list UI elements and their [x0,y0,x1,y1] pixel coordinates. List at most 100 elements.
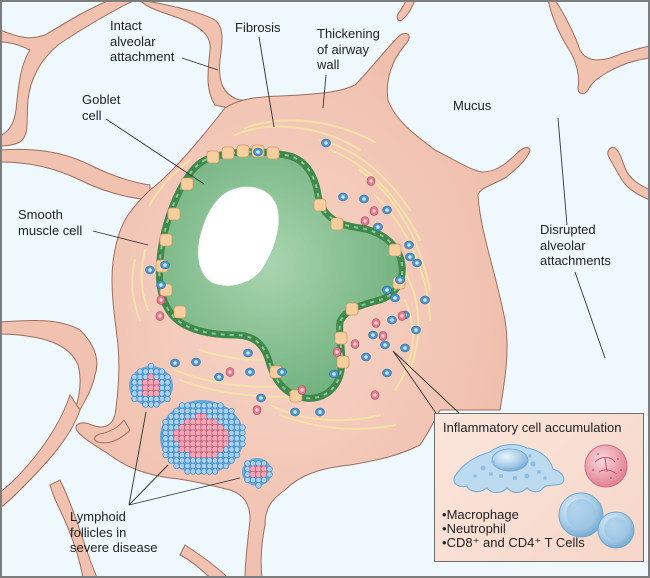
follicle-shell-cell [164,384,171,392]
neutrophil-cell [297,385,307,395]
lymphocyte-cell [315,407,325,417]
lymphocyte-cell [387,315,397,325]
follicle-shell-cell [228,418,235,426]
follicle-shell-cell [136,395,144,403]
follicle-shell-cell [233,440,241,448]
goblet-cell [334,331,348,345]
follicle-shell-cell [164,379,171,386]
follicle-shell-cell [173,451,180,459]
neutrophil-cell [156,295,166,305]
neutrophil-cell [397,311,407,321]
follicle-shell-cell [167,413,175,420]
lymphocyte-cell [329,369,339,379]
lymphocyte-cell [277,367,287,377]
leader-disrupted-1 [557,117,568,226]
follicle-shell-cell [200,402,208,409]
follicle-core-cell [260,470,268,479]
follicle-shell-cell [178,413,186,420]
goblet-cell [266,146,280,160]
leader-disrupted-2 [574,271,606,359]
neutrophil-cell [370,390,380,400]
lymphocyte-cell [373,222,383,232]
follicle-shell-cell [167,418,175,426]
follicle-shell-cell [255,482,262,489]
follicle-shell-cell [260,476,268,484]
leader-follicle-3 [128,477,241,506]
neutrophil-icon [584,444,628,488]
follicle-shell-cell [189,407,197,415]
follicle-shell-cell [136,373,144,381]
neutrophil-cell [371,318,381,328]
follicle-shell-cell [167,440,175,448]
follicle-shell-cell [228,429,235,437]
neutrophil-cell [350,339,360,349]
follicle-shell-cell [164,390,171,397]
lymphocyte-cell [170,358,180,368]
follicle-shell-cell [162,424,169,431]
follicle-shell-cell [173,457,180,464]
follicle-shell-cell [200,462,208,470]
label-mucus: Mucus [453,98,492,113]
follicle-shell-cell [233,451,241,459]
follicle-shell-cell [233,429,241,437]
follicle-shell-cell [228,435,235,442]
follicle-shell-cell [162,429,169,437]
lymphocyte-cell [338,192,348,202]
follicle-shell-cell [158,373,166,381]
follicle-shell-cell [184,457,191,464]
lymphocyte-cell [382,368,392,378]
label-goblet-cell: Goblet cell [82,92,121,123]
inset-cell-list: Macrophage Neutrophil CD8⁺ and CD4⁺ T Ce… [442,508,585,550]
follicle-shell-cell [173,462,180,470]
inset-title: Inflammatory cell accumulation [443,420,622,435]
follicle-shell-cell [158,368,166,375]
neutrophil-cell [366,176,376,186]
follicle-shell-cell [147,401,155,408]
lymphocyte-cell [321,138,331,148]
follicle-shell-cell [178,451,186,459]
follicle-shell-cell [244,476,251,484]
follicle-shell-cell [222,407,230,415]
label-smooth-muscle-cell: Smooth muscle cell [18,207,83,238]
neutrophil-cell [360,216,370,226]
macrophage-icon [453,444,565,493]
follicle-shell-cell [131,379,138,386]
neutrophil-cell [155,311,165,321]
follicle-shell-cell [167,446,175,453]
follicle-shell-cell [147,362,155,370]
follicle-shell-cell [158,379,166,386]
lymphocyte-cell [380,340,390,350]
lymphocyte-cell [368,330,378,340]
lymphocyte-cell [382,285,392,295]
leader-fibrosis [258,36,275,128]
follicle-shell-cell [233,435,241,442]
follicle-shell-cell [184,468,191,475]
follicle-shell-cell [211,468,219,475]
follicle-shell-cell [184,462,191,470]
follicle-shell-cell [233,424,241,431]
follicle-shell-cell [167,457,175,464]
follicle-shell-cell [147,395,155,403]
leader-goblet-cell [105,118,205,185]
lymphoid-follicle-large [160,400,246,475]
follicle-shell-cell [195,462,202,470]
inset-item-neutrophil: Neutrophil [442,522,585,536]
leader-smooth-muscle [92,230,149,246]
follicle-shell-cell [222,413,230,420]
follicle-shell-cell [222,462,230,470]
follicle-shell-cell [131,384,138,392]
follicle-shell-cell [249,476,257,484]
follicle-shell-cell [266,471,273,478]
airway-open-lumen [197,186,280,287]
neutrophil-cell [369,206,379,216]
follicle-shell-cell [164,373,171,381]
goblet-cell [173,305,187,319]
lymphocyte-cell [400,343,410,353]
lymphoid-follicle-small-top [129,362,173,408]
follicle-shell-cell [131,390,138,397]
leader-lines [92,36,606,506]
follicle-shell-cell [178,407,186,415]
lymphocyte-cell [361,352,371,362]
